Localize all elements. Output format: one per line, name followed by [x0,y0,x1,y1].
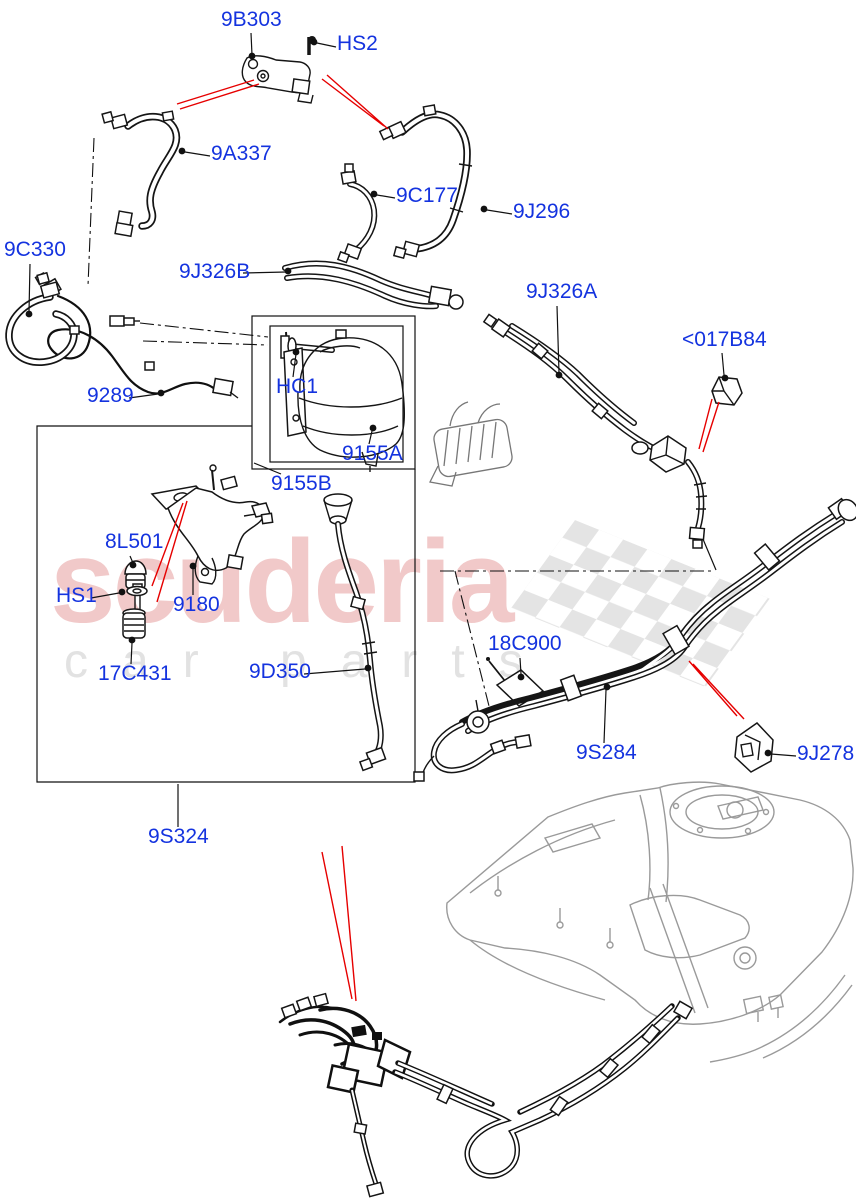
part-label-9155a[interactable]: 9155A [342,442,403,465]
fitting-male-drawing [109,315,140,327]
part-label-9c330[interactable]: 9C330 [4,238,66,261]
bracket-9b303-drawing [241,36,316,104]
hose-9a337-drawing [101,110,181,238]
hose-9c177-drawing [336,163,378,264]
watermark-tagline-text: car parts [64,635,557,688]
part-label-9180[interactable]: 9180 [173,593,220,616]
parts-artwork [5,36,856,1198]
part-label-9155b[interactable]: 9155B [271,472,332,495]
part-label-8l501[interactable]: 8L501 [105,530,164,553]
filter-outer-box [251,315,416,470]
part-label-9s324[interactable]: 9S324 [148,825,209,848]
part-label-hc1[interactable]: HC1 [276,375,319,398]
cube-017b84-drawing [711,376,743,406]
part-label-9c177[interactable]: 9C177 [396,184,458,207]
part-label-9a337[interactable]: 9A337 [211,142,272,165]
red-pointer-lines [151,74,745,1002]
fuel-cooler-drawing [429,401,513,487]
part-label-17c431[interactable]: 17C431 [98,662,172,685]
part-label-9289[interactable]: 9289 [87,384,134,407]
part-label-9d350[interactable]: 9D350 [249,660,311,683]
assembly-boxes [36,315,416,783]
part-label-hs2[interactable]: HS2 [337,32,378,55]
part-label-9j278[interactable]: 9J278 [797,742,855,765]
harness-9j326-drawing [282,260,708,549]
watermark-checkered-flag [510,520,770,688]
part-label-9s284[interactable]: 9S284 [576,741,637,764]
part-label-9b303[interactable]: 9B303 [221,8,282,31]
fuel-tank-drawing [446,781,854,1063]
part-label-9j326b[interactable]: 9J326B [179,260,251,283]
connector-9j278-drawing [734,722,774,773]
pipe-end-assembly-drawing [413,699,532,782]
pump-kit-box [36,425,416,783]
part-label-hs1[interactable]: HS1 [56,584,97,607]
hose-9j296-drawing [378,104,473,260]
part-label-18c900[interactable]: 18C900 [488,632,562,655]
part-label-9j296[interactable]: 9J296 [513,200,571,223]
bracket-9180-drawing [150,464,274,585]
wiring-9289-drawing [34,272,239,399]
reference-lines [87,137,715,711]
standpipe-9d350-drawing [323,493,387,772]
hose-9c330-drawing [5,271,80,366]
leader-lines [25,32,797,827]
pump-module-drawing [278,992,694,1198]
fuel-filter-drawing [280,329,405,472]
part-label-9j326a[interactable]: 9J326A [526,280,598,303]
fastener-column-drawing [122,560,148,639]
part-label-017b84[interactable]: <017B84 [682,328,767,351]
pipes-9s284-drawing [459,497,856,734]
